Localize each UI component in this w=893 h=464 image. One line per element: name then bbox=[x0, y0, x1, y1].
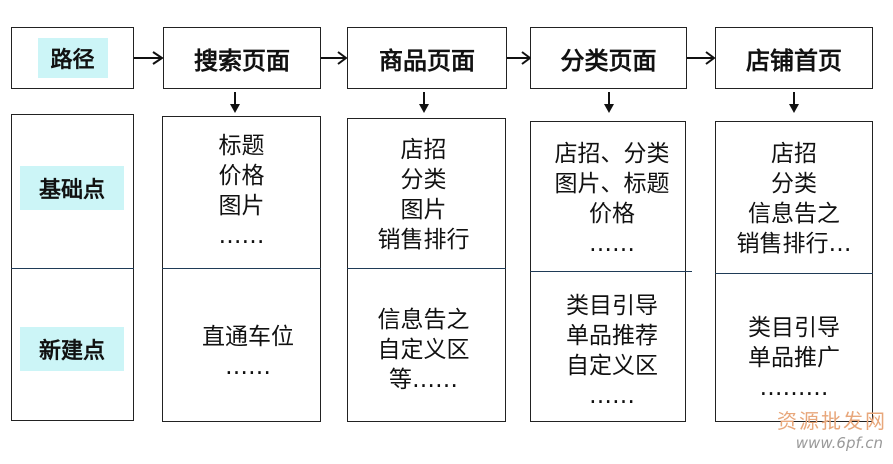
header-path-label: 路径 bbox=[37, 38, 108, 78]
list-item: …… bbox=[589, 383, 635, 409]
list-item: 单品推广 bbox=[748, 345, 840, 371]
category-divider bbox=[530, 271, 692, 272]
arrow-right-icon bbox=[507, 51, 531, 65]
list-item: 自定义区 bbox=[566, 353, 658, 379]
list-item: 信息告之 bbox=[748, 201, 840, 227]
list-item: 店招 bbox=[771, 141, 817, 167]
basic-points-label: 基础点 bbox=[20, 166, 124, 210]
header-category-label: 分类页面 bbox=[560, 46, 657, 75]
list-item: 自定义区 bbox=[377, 337, 470, 363]
watermark-url: www.6pf.cn bbox=[795, 434, 883, 452]
header-search-label: 搜索页面 bbox=[194, 46, 290, 75]
list-item: 销售排行… bbox=[736, 231, 852, 257]
header-product-page: 商品页面 bbox=[347, 27, 507, 89]
arrow-right-icon bbox=[134, 51, 164, 65]
search-divider bbox=[162, 268, 321, 269]
list-item: 价格 bbox=[589, 201, 635, 227]
store-basic-list: 店招 分类 信息告之 销售排行… bbox=[715, 139, 873, 259]
header-store-home: 店铺首页 bbox=[715, 27, 873, 89]
list-item: 等…… bbox=[389, 367, 458, 393]
arrow-right-icon bbox=[321, 51, 348, 65]
arrow-down-icon bbox=[789, 92, 799, 113]
search-basic-list: 标题 价格 图片 …… bbox=[162, 131, 321, 251]
search-column bbox=[162, 116, 321, 422]
list-item: 价格 bbox=[218, 163, 265, 189]
arrow-down-icon bbox=[419, 92, 429, 113]
list-item: …… bbox=[225, 354, 271, 380]
list-item: …… bbox=[218, 223, 265, 249]
store-divider bbox=[715, 273, 873, 274]
list-item: 图片 bbox=[218, 193, 265, 219]
list-item: ……… bbox=[759, 375, 829, 401]
list-item: 分类 bbox=[400, 167, 447, 193]
product-divider bbox=[347, 268, 506, 269]
list-item: 信息告之 bbox=[377, 307, 470, 333]
category-basic-list: 店招、分类 图片、标题 价格 …… bbox=[530, 139, 694, 259]
header-path: 路径 bbox=[11, 27, 134, 89]
list-item: 标题 bbox=[218, 133, 265, 159]
list-item: 类目引导 bbox=[748, 315, 840, 341]
product-new-list: 信息告之 自定义区 等…… bbox=[347, 305, 500, 395]
arrow-down-icon bbox=[604, 92, 614, 113]
list-item: 店招 bbox=[400, 137, 447, 163]
header-product-label: 商品页面 bbox=[379, 46, 475, 75]
store-column bbox=[715, 121, 873, 422]
list-item: 图片 bbox=[400, 197, 447, 223]
category-new-list: 类目引导 单品推荐 自定义区 …… bbox=[530, 291, 694, 411]
header-store-label: 店铺首页 bbox=[746, 46, 842, 75]
list-item: 销售排行 bbox=[377, 227, 470, 253]
header-search-page: 搜索页面 bbox=[163, 27, 321, 89]
arrow-right-icon bbox=[687, 51, 716, 65]
list-item: 店招、分类 bbox=[554, 141, 670, 167]
search-new-list: 直通车位 …… bbox=[162, 322, 334, 382]
product-column bbox=[347, 118, 506, 422]
arrow-down-icon bbox=[230, 92, 240, 113]
list-item: 图片、标题 bbox=[554, 171, 670, 197]
list-item: 直通车位 bbox=[202, 324, 294, 350]
header-category-page: 分类页面 bbox=[530, 27, 687, 89]
store-new-list: 类目引导 单品推广 ……… bbox=[715, 313, 873, 403]
list-item: 类目引导 bbox=[566, 293, 658, 319]
list-item: 单品推荐 bbox=[566, 323, 658, 349]
new-points-label: 新建点 bbox=[20, 327, 124, 371]
list-item: …… bbox=[589, 231, 635, 257]
product-basic-list: 店招 分类 图片 销售排行 bbox=[347, 135, 500, 255]
watermark-title: 资源批发网 bbox=[777, 409, 887, 433]
list-item: 分类 bbox=[771, 171, 817, 197]
row-divider bbox=[11, 268, 134, 269]
